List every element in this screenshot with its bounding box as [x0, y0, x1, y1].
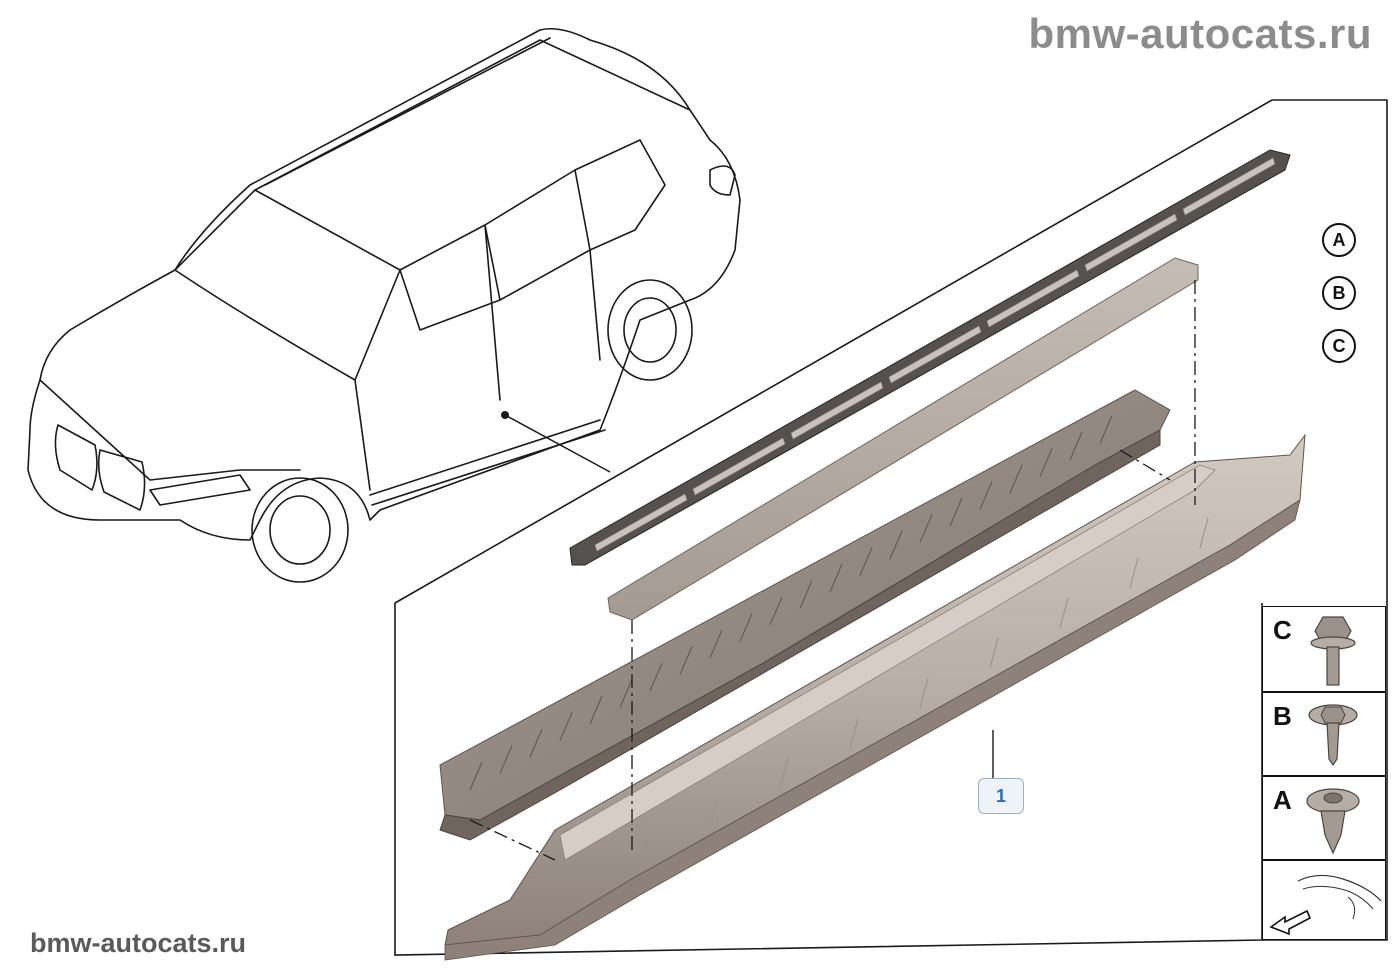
sill-panel-seam: [1129, 557, 1139, 589]
kit-marker-a[interactable]: A: [1322, 223, 1356, 257]
bracket-rib: [499, 745, 513, 774]
bracket-rib: [799, 580, 813, 609]
sill-panel-seam: [1059, 597, 1069, 629]
legend-letter-c: C: [1273, 615, 1292, 645]
bracket-rib: [859, 547, 873, 576]
assembly-lines: [469, 280, 1196, 861]
kit-marker-b[interactable]: B: [1322, 276, 1356, 310]
trim-insert: [986, 269, 1080, 328]
trim-inserts: [594, 157, 1276, 552]
sill-panel-seam: [779, 757, 789, 789]
bracket-rib: [829, 563, 843, 593]
legend-letter-b: B: [1273, 701, 1292, 731]
watermark-top: bmw-autocats.ru: [1028, 10, 1372, 57]
sill-panel-seam: [919, 677, 929, 709]
bracket-rib: [889, 530, 903, 560]
hex-bolt-icon: [1310, 616, 1356, 686]
bracket-ribs: [469, 415, 1113, 791]
bracket-rib: [1009, 464, 1023, 494]
bracket-rib: [589, 695, 603, 725]
trim-insert: [1084, 213, 1178, 272]
sill-panel-seam: [1199, 517, 1209, 549]
sill-mounting-bracket: [439, 389, 1171, 841]
watermark-bottom: bmw-autocats.ru: [30, 928, 247, 958]
sill-panel-seam: [639, 837, 649, 869]
bracket-rib: [679, 646, 693, 675]
sill-panels: [639, 517, 1209, 869]
trim-insert: [888, 325, 982, 384]
bracket-rib: [769, 596, 783, 626]
sill-gasket-strip: [607, 257, 1199, 621]
bracket-rib: [559, 712, 573, 741]
trim-insert: [790, 381, 884, 440]
bracket-rib: [979, 481, 993, 510]
sill-panel-seam: [849, 717, 859, 749]
bracket-rib: [619, 679, 633, 708]
bracket-rib: [709, 629, 723, 659]
vehicle-location-arrow-icon: [1269, 874, 1382, 936]
sill-panel-seam: [989, 637, 999, 669]
part-callout-1[interactable]: 1: [978, 778, 1024, 814]
flange-screw-icon: [1308, 704, 1358, 767]
bracket-rib: [949, 497, 963, 527]
bracket-rib: [1099, 415, 1113, 444]
fastener-legend: C B A: [1262, 606, 1386, 940]
legend-item-location[interactable]: [1262, 860, 1386, 940]
bracket-rib: [649, 662, 663, 692]
bracket-rib: [739, 613, 753, 642]
side-sill-cover: [444, 433, 1306, 961]
bracket-rib: [919, 514, 933, 543]
legend-item-b[interactable]: B: [1262, 692, 1386, 776]
legend-letter-a: A: [1273, 785, 1292, 815]
kit-marker-c[interactable]: C: [1322, 329, 1356, 363]
bracket-rib: [469, 761, 483, 791]
expanding-rivet-icon: [1306, 788, 1360, 855]
legend-item-c[interactable]: C: [1262, 606, 1386, 692]
bracket-rib: [529, 728, 543, 758]
exploded-view-frame: [394, 99, 1388, 956]
locator-leader: [504, 414, 611, 473]
trim-insert: [692, 437, 786, 496]
legend-item-a[interactable]: A: [1262, 776, 1386, 860]
vehicle-outline: [27, 27, 741, 583]
bracket-rib: [1069, 431, 1083, 461]
trim-insert: [1182, 157, 1276, 216]
sill-panel-seam: [709, 797, 719, 829]
bracket-rib: [1039, 448, 1053, 477]
trim-insert: [594, 493, 688, 552]
